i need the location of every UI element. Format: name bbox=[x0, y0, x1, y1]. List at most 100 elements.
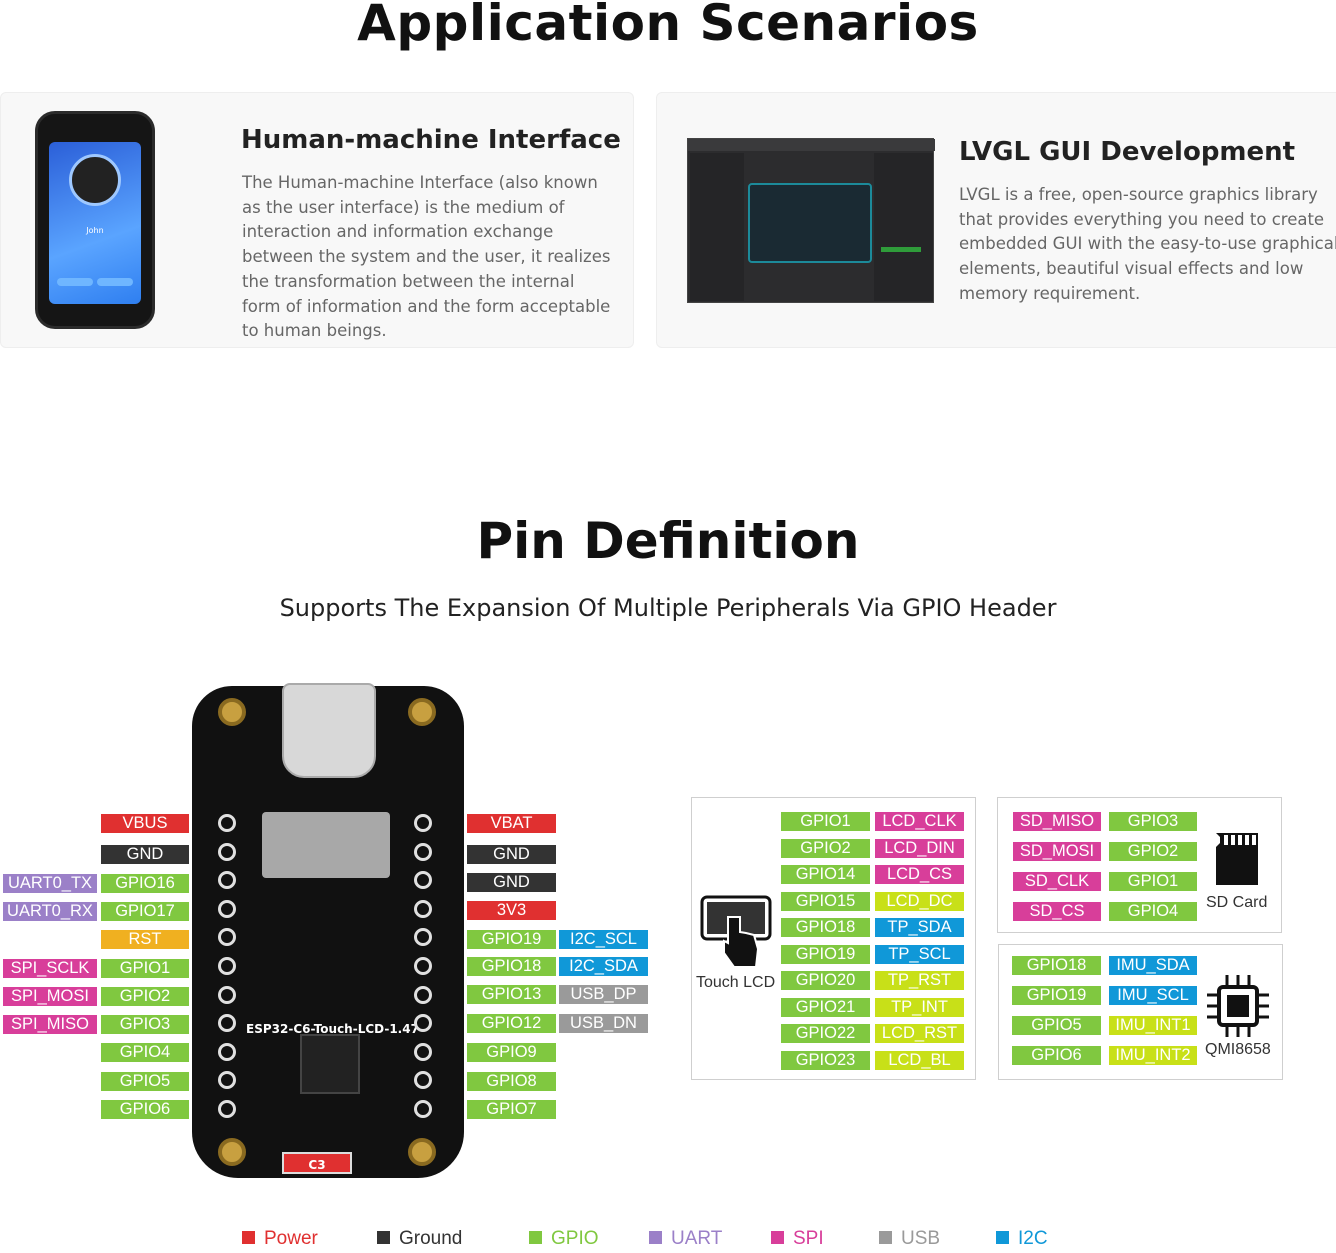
pin-label-gpio17: GPIO17 bbox=[101, 902, 189, 921]
sd-card-icon bbox=[1216, 833, 1258, 885]
lcd-pin-gpio: GPIO19 bbox=[781, 944, 870, 964]
legend-label: GPIO bbox=[551, 1228, 599, 1249]
lcd-pin-gpio: GPIO1 bbox=[781, 812, 870, 831]
legend-label: Power bbox=[264, 1228, 318, 1249]
lcd-pin-function: TP_SDA bbox=[875, 918, 964, 937]
legend-item-spi: SPI bbox=[771, 1228, 824, 1250]
header-pad bbox=[414, 985, 432, 1004]
legend-swatch bbox=[771, 1231, 784, 1244]
header-pad bbox=[414, 899, 432, 918]
pin-label-gpio6: GPIO6 bbox=[101, 1100, 189, 1119]
legend-label: SPI bbox=[793, 1228, 824, 1249]
legend-swatch bbox=[529, 1231, 542, 1244]
header-pad bbox=[218, 899, 236, 918]
imu-caption: QMI8658 bbox=[1205, 1041, 1271, 1058]
lcd-pin-function: LCD_DC bbox=[875, 891, 964, 911]
lcd-pin-function: LCD_DIN bbox=[875, 838, 964, 858]
sd-pin-function: SD_CS bbox=[1013, 902, 1101, 921]
pin-function-spi_sclk: SPI_SCLK bbox=[3, 959, 97, 978]
header-pad bbox=[218, 871, 236, 890]
header-pad bbox=[414, 842, 432, 861]
phone-button-left bbox=[57, 278, 93, 286]
pin-definition-subtitle: Supports The Expansion Of Multiple Perip… bbox=[279, 594, 1057, 622]
editor-canvas bbox=[748, 183, 872, 263]
header-pad bbox=[218, 1100, 236, 1118]
usb-c-connector-icon bbox=[282, 683, 376, 778]
header-pad bbox=[414, 871, 432, 890]
header-pad bbox=[414, 1071, 432, 1090]
header-pad bbox=[218, 814, 236, 832]
sd-pin-function: SD_CLK bbox=[1013, 872, 1101, 891]
header-pad bbox=[218, 957, 236, 975]
imu-chip-icon bbox=[1207, 975, 1269, 1037]
legend-item-uart: UART bbox=[649, 1228, 722, 1250]
lcd-pin-function: TP_INT bbox=[875, 997, 964, 1017]
pin-label-vbat: VBAT bbox=[467, 814, 556, 833]
imu-pin-function: IMU_SDA bbox=[1109, 956, 1197, 975]
imu-pin-gpio: GPIO18 bbox=[1012, 956, 1101, 975]
pin-function-usb_dn: USB_DN bbox=[559, 1014, 648, 1033]
lcd-pin-function: LCD_CS bbox=[875, 865, 964, 884]
legend-label: I2C bbox=[1018, 1228, 1048, 1249]
hmi-title: Human-machine Interface bbox=[241, 125, 621, 155]
imu-pin-gpio: GPIO19 bbox=[1012, 986, 1101, 1005]
editor-toolbar bbox=[688, 139, 935, 151]
legend-swatch bbox=[377, 1231, 390, 1244]
legend-item-power: Power bbox=[242, 1228, 318, 1250]
lvgl-card: LVGL GUI Development LVGL is a free, ope… bbox=[656, 92, 1336, 348]
imu-pin-gpio: GPIO5 bbox=[1012, 1016, 1101, 1035]
pin-label-gpio12: GPIO12 bbox=[467, 1014, 556, 1033]
pin-label-rst: RST bbox=[101, 930, 189, 949]
pin-label-gpio7: GPIO7 bbox=[467, 1100, 556, 1119]
legend-swatch bbox=[242, 1231, 255, 1244]
header-pad bbox=[414, 814, 432, 832]
pin-color-legend: Power Ground GPIO UART SPI USB I2C bbox=[0, 1228, 1336, 1250]
phone-button-right bbox=[97, 278, 133, 286]
header-pad bbox=[414, 1042, 432, 1061]
editor-properties-panel bbox=[874, 153, 933, 301]
legend-label: UART bbox=[671, 1228, 723, 1249]
rf-shield bbox=[262, 812, 390, 878]
sd-pin-function: SD_MISO bbox=[1013, 812, 1101, 831]
hmi-card: John Human-machine Interface The Human-m… bbox=[0, 92, 634, 348]
legend-label: Ground bbox=[399, 1228, 463, 1249]
mounting-hole-icon bbox=[218, 698, 246, 726]
touch-lcd-icon bbox=[700, 895, 772, 968]
lcd-pin-gpio: GPIO23 bbox=[781, 1050, 870, 1070]
pin-function-i2c_scl: I2C_SCL bbox=[559, 930, 648, 949]
pin-label-gpio5: GPIO5 bbox=[101, 1072, 189, 1091]
header-pad bbox=[218, 928, 236, 947]
lvgl-editor-screenshot bbox=[687, 138, 935, 303]
sd-pin-gpio: GPIO2 bbox=[1109, 842, 1197, 861]
mounting-hole-icon bbox=[408, 1138, 436, 1166]
imu-pin-function: IMU_SCL bbox=[1109, 986, 1197, 1005]
lcd-pin-gpio: GPIO21 bbox=[781, 997, 870, 1017]
lcd-pin-gpio: GPIO14 bbox=[781, 865, 870, 884]
pin-label-gpio2: GPIO2 bbox=[101, 987, 189, 1006]
mounting-hole-icon bbox=[218, 1138, 246, 1166]
sd-pin-gpio: GPIO3 bbox=[1109, 812, 1197, 831]
lvgl-description: LVGL is a free, open-source graphics lib… bbox=[959, 185, 1336, 303]
legend-swatch bbox=[649, 1231, 662, 1244]
pin-function-spi_mosi: SPI_MOSI bbox=[3, 987, 97, 1006]
pin-label-gnd: GND bbox=[101, 845, 189, 864]
legend-label: USB bbox=[901, 1228, 941, 1249]
sd-pin-gpio: GPIO4 bbox=[1109, 902, 1197, 921]
header-pad bbox=[414, 1014, 432, 1033]
lcd-pin-function: TP_SCL bbox=[875, 944, 964, 964]
touch-lcd-caption: Touch LCD bbox=[696, 974, 776, 991]
lcd-pin-gpio: GPIO20 bbox=[781, 971, 870, 990]
phone-contact-name: John bbox=[86, 226, 104, 235]
editor-green-button bbox=[881, 247, 921, 252]
section-title-pin-definition: Pin Definition bbox=[476, 512, 860, 570]
sd-pin-function: SD_MOSI bbox=[1013, 842, 1101, 861]
editor-widget-panel bbox=[690, 153, 744, 301]
pin-function-uart0_tx: UART0_TX bbox=[3, 874, 97, 893]
header-pad bbox=[414, 957, 432, 975]
hmi-description: The Human-machine Interface (also known … bbox=[242, 173, 611, 341]
legend-item-ground: Ground bbox=[377, 1228, 462, 1250]
lcd-pin-gpio: GPIO15 bbox=[781, 891, 870, 911]
pin-label-gnd: GND bbox=[467, 845, 556, 864]
